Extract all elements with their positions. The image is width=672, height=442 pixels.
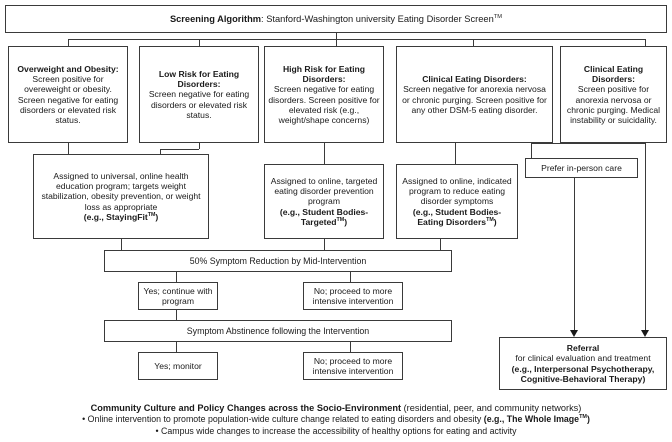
intervention-tm: TM — [486, 216, 494, 223]
intervention-box-stayingfit: Assigned to universal, online health edu… — [33, 154, 209, 239]
header-drop-stem — [336, 33, 338, 39]
intervention-box-student-bodies-targeted: Assigned to online, targeted eating diso… — [264, 164, 384, 239]
intervention-example: (e.g., Student Bodies-TargetedTM) — [279, 206, 369, 227]
midpoint-no-label: No; proceed to more intensive interventi… — [312, 285, 394, 306]
referral-title: Referral — [566, 343, 600, 354]
link-prefer-to-referral — [574, 178, 576, 335]
outcome-body: Screen negative for anorexia nervosa or … — [402, 84, 547, 115]
header-title-bold: Screening Algorithm — [169, 13, 262, 24]
link-lowrisk-to-stayingfit — [160, 148, 162, 155]
intervention-box-student-bodies-eating-disorders: Assigned to online, indicated program to… — [396, 164, 518, 239]
referral-box: Referral for clinical evaluation and tre… — [499, 337, 667, 390]
outcome-body: Screen positive for anorexia nervosa or … — [566, 84, 661, 125]
header-bus-line — [68, 38, 645, 40]
link-stayingfit-down — [121, 239, 123, 250]
link-midpoint-to-yes — [176, 272, 178, 282]
footer-section: Community Culture and Policy Changes acr… — [0, 402, 672, 437]
intervention-body: Assigned to online, indicated program to… — [402, 176, 512, 207]
header-drop-2 — [199, 38, 201, 47]
link-lowrisk-stem — [199, 143, 201, 149]
arrowhead-prefer-to-referral — [570, 330, 578, 337]
footer-bullet1-tm: TM — [579, 414, 587, 421]
link-midpoint-to-no — [350, 272, 352, 282]
outcome-body: Screen positive for overeweight or obesi… — [17, 74, 119, 125]
abstinence-no-box: No; proceed to more intensive interventi… — [303, 352, 403, 380]
arrowhead-anorexia-to-referral — [641, 330, 649, 337]
screening-algorithm-header-box: Screening Algorithm: Stanford-Washington… — [5, 5, 667, 33]
intervention-body: Assigned to universal, online health edu… — [41, 171, 201, 212]
outcome-body: Screen negative for eating disorders or … — [148, 89, 250, 120]
footer-bullet-1: • Online intervention to promote populat… — [82, 414, 590, 425]
prefer-in-person-care-box: Prefer in-person care — [525, 158, 638, 178]
link-highrisk-to-targeted — [324, 143, 326, 164]
intervention-example: (e.g., StayingFitTM) — [83, 211, 159, 222]
outcome-title: Overweight and Obesity: — [17, 64, 119, 75]
footer-heading-bold: Community Culture and Policy Changes acr… — [90, 403, 402, 413]
footer-bullet-2: • Campus wide changes to increase the ac… — [155, 425, 517, 436]
abstinence-label: Symptom Abstinence following the Interve… — [186, 325, 370, 336]
outcome-title: Low Risk for Eating Disorders: — [158, 69, 240, 90]
link-anorexia-to-referral — [645, 143, 647, 335]
header-drop-4 — [473, 38, 475, 47]
link-lowrisk-bridge — [160, 148, 199, 150]
outcome-title: Clinical Eating Disorders: — [583, 64, 644, 85]
header-drop-3 — [336, 38, 338, 47]
intervention-body: Assigned to online, targeted eating diso… — [270, 176, 378, 207]
prefer-in-person-label: Prefer in-person care — [541, 162, 622, 173]
link-targeted-down — [324, 239, 326, 250]
intervention-tm: TM — [147, 211, 156, 218]
outcome-box-clinical-ed-other: Clinical Eating Disorders: Screen negati… — [396, 46, 553, 143]
link-overweight-to-stayingfit — [68, 143, 70, 154]
intervention-example: (e.g., Student Bodies-Eating DisordersTM… — [412, 206, 502, 227]
outcome-box-high-risk: High Risk for Eating Disorders: Screen n… — [264, 46, 384, 143]
header-title-rest: : Stanford-Washington university Eating … — [261, 13, 494, 24]
intervention-tm: TM — [336, 216, 345, 223]
referral-line2: for clinical evaluation and treatment — [515, 353, 651, 364]
link-abstinence-to-no — [350, 342, 352, 352]
midpoint-decision-box: 50% Symptom Reduction by Mid-Interventio… — [104, 250, 452, 272]
link-anorexia-split-bus — [531, 143, 645, 145]
outcome-title: Clinical Eating Disorders: — [422, 74, 527, 85]
midpoint-label: 50% Symptom Reduction by Mid-Interventio… — [189, 255, 367, 266]
link-clinical-other-to-indicated — [455, 143, 457, 164]
outcome-box-clinical-ed-anorexia: Clinical Eating Disorders: Screen positi… — [560, 46, 667, 143]
outcome-body: Screen negative for eating disorders. Sc… — [268, 84, 380, 125]
footer-heading: Community Culture and Policy Changes acr… — [0, 402, 672, 414]
outcome-title: High Risk for Eating Disorders: — [282, 64, 366, 85]
abstinence-yes-label: Yes; monitor — [154, 360, 202, 371]
midpoint-yes-label: Yes; continue with program — [143, 285, 213, 306]
header-drop-5 — [645, 38, 647, 47]
header-drop-1 — [68, 38, 70, 47]
abstinence-decision-box: Symptom Abstinence following the Interve… — [104, 320, 452, 342]
footer-heading-rest: (residential, peer, and community networ… — [401, 403, 582, 413]
link-yes-to-abstinence — [176, 310, 178, 320]
referral-line3: (e.g., Interpersonal Psychotherapy, — [511, 363, 655, 374]
abstinence-yes-box: Yes; monitor — [138, 352, 218, 380]
midpoint-yes-box: Yes; continue with program — [138, 282, 218, 310]
link-abstinence-to-yes — [176, 342, 178, 352]
outcome-box-low-risk: Low Risk for Eating Disorders: Screen ne… — [139, 46, 259, 143]
header-tm: TM — [493, 13, 503, 20]
header-title-line: Screening Algorithm: Stanford-Washington… — [170, 14, 502, 25]
link-indicated-down — [440, 239, 442, 250]
abstinence-no-label: No; proceed to more intensive interventi… — [312, 355, 394, 376]
midpoint-no-box: No; proceed to more intensive interventi… — [303, 282, 403, 310]
footer-bullets: • Online intervention to promote populat… — [0, 414, 672, 437]
referral-line4: Cognitive-Behavioral Therapy) — [520, 373, 646, 384]
outcome-box-overweight-obesity: Overweight and Obesity: Screen positive … — [8, 46, 128, 143]
link-anorexia-to-prefer — [531, 143, 533, 158]
